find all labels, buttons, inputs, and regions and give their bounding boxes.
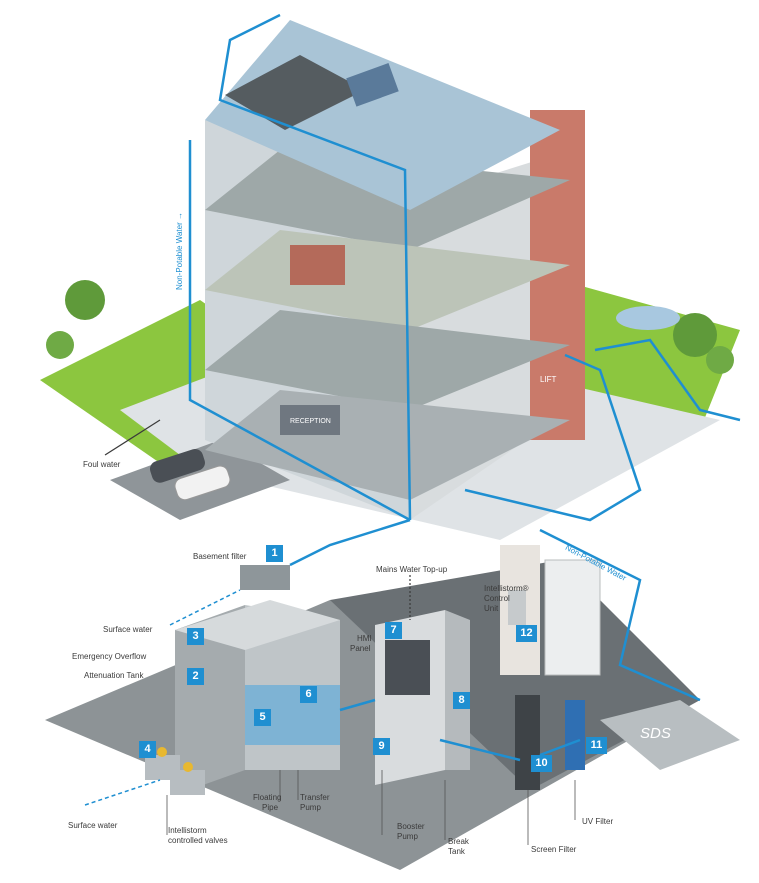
- tree-left-2: [46, 331, 74, 359]
- label-emergency-overflow: Emergency Overflow: [72, 652, 147, 661]
- label-valves-line1: Intellistorm: [168, 826, 207, 835]
- label-floating-pipe-line2: Pipe: [262, 803, 279, 812]
- label-booster-pump-line1: Booster: [397, 822, 425, 831]
- label-mains-water: Mains Water Top-up: [376, 565, 448, 574]
- break-tank-side: [445, 610, 470, 770]
- uv-filter-body: [565, 700, 585, 770]
- tree-left-1: [65, 280, 105, 320]
- badge-5: 5: [254, 709, 271, 726]
- non-potable-pipes: [188, 13, 741, 762]
- tree-right-1: [673, 313, 717, 357]
- label-control-unit-line3: Unit: [484, 604, 499, 613]
- foul-water-arrow: [104, 419, 161, 456]
- label-floating-pipe-line1: Floating: [253, 793, 282, 802]
- badge-6: 6: [300, 686, 317, 703]
- reception-sign: RECEPTION: [290, 418, 331, 425]
- label-control-unit-line2: Control: [484, 594, 510, 603]
- attenuation-tank-top: [175, 600, 340, 650]
- screen-filter-body: [515, 695, 540, 790]
- fountain: [616, 306, 680, 330]
- valve-cap-2: [183, 762, 193, 772]
- label-surface-water-bottom: Surface water: [68, 821, 118, 830]
- roof-terrace: [225, 55, 365, 130]
- label-non-potable-vertical: Non-Potable Water →: [175, 212, 184, 290]
- surface-water-pipe-bottom: [84, 779, 161, 806]
- sds-mat: [600, 700, 740, 770]
- badge-10: 10: [531, 755, 552, 772]
- label-surface-water-top: Surface water: [103, 625, 153, 634]
- floor-1: [205, 310, 570, 410]
- label-transfer-pump-line1: Transfer: [300, 793, 330, 802]
- label-break-tank-line1: Break: [448, 837, 469, 846]
- plant-room-door: [544, 559, 601, 676]
- tree-right-2: [706, 346, 734, 374]
- leader-lines: [166, 770, 576, 845]
- label-transfer-pump-line2: Pump: [300, 803, 321, 812]
- badge-1: 1: [266, 545, 283, 562]
- solar-panel: [346, 63, 399, 107]
- label-hmi-line1: HMI: [357, 634, 372, 643]
- valve-cap-1: [157, 747, 167, 757]
- lift-sign: LIFT: [540, 375, 557, 384]
- surface-water-pipe-top: [169, 589, 241, 626]
- label-valves-line2: controlled valves: [168, 836, 228, 845]
- badge-12: 12: [516, 625, 537, 642]
- label-basement-filter: Basement filter: [193, 552, 247, 561]
- badge-9: 9: [373, 738, 390, 755]
- label-screen-filter: Screen Filter: [531, 845, 577, 854]
- label-booster-pump-line2: Pump: [397, 832, 418, 841]
- badge-8: 8: [453, 692, 470, 709]
- badge-3: 3: [187, 628, 204, 645]
- badge-7: 7: [385, 622, 402, 639]
- hmi-screen: [385, 640, 430, 695]
- badge-2: 2: [187, 668, 204, 685]
- car-dark: [150, 448, 205, 483]
- attenuation-tank-front: [175, 605, 245, 795]
- badge-4: 4: [139, 741, 156, 758]
- label-hmi-line2: Panel: [350, 644, 371, 653]
- label-control-unit-line1: Intellistorm®: [484, 584, 529, 593]
- sds-logo: SDS: [640, 725, 671, 742]
- valve-2: [170, 770, 205, 795]
- label-attenuation-tank: Attenuation Tank: [84, 671, 144, 680]
- control-unit-box: [508, 590, 526, 625]
- label-break-tank-line2: Tank: [448, 847, 465, 856]
- basement-filter-unit: [240, 565, 290, 590]
- car-white: [174, 465, 231, 501]
- reception-desk: [280, 405, 340, 435]
- label-foul-water: Foul water: [83, 460, 121, 469]
- office-room-left: [290, 245, 345, 285]
- badge-11: 11: [586, 737, 607, 754]
- label-uv-filter: UV Filter: [582, 817, 614, 826]
